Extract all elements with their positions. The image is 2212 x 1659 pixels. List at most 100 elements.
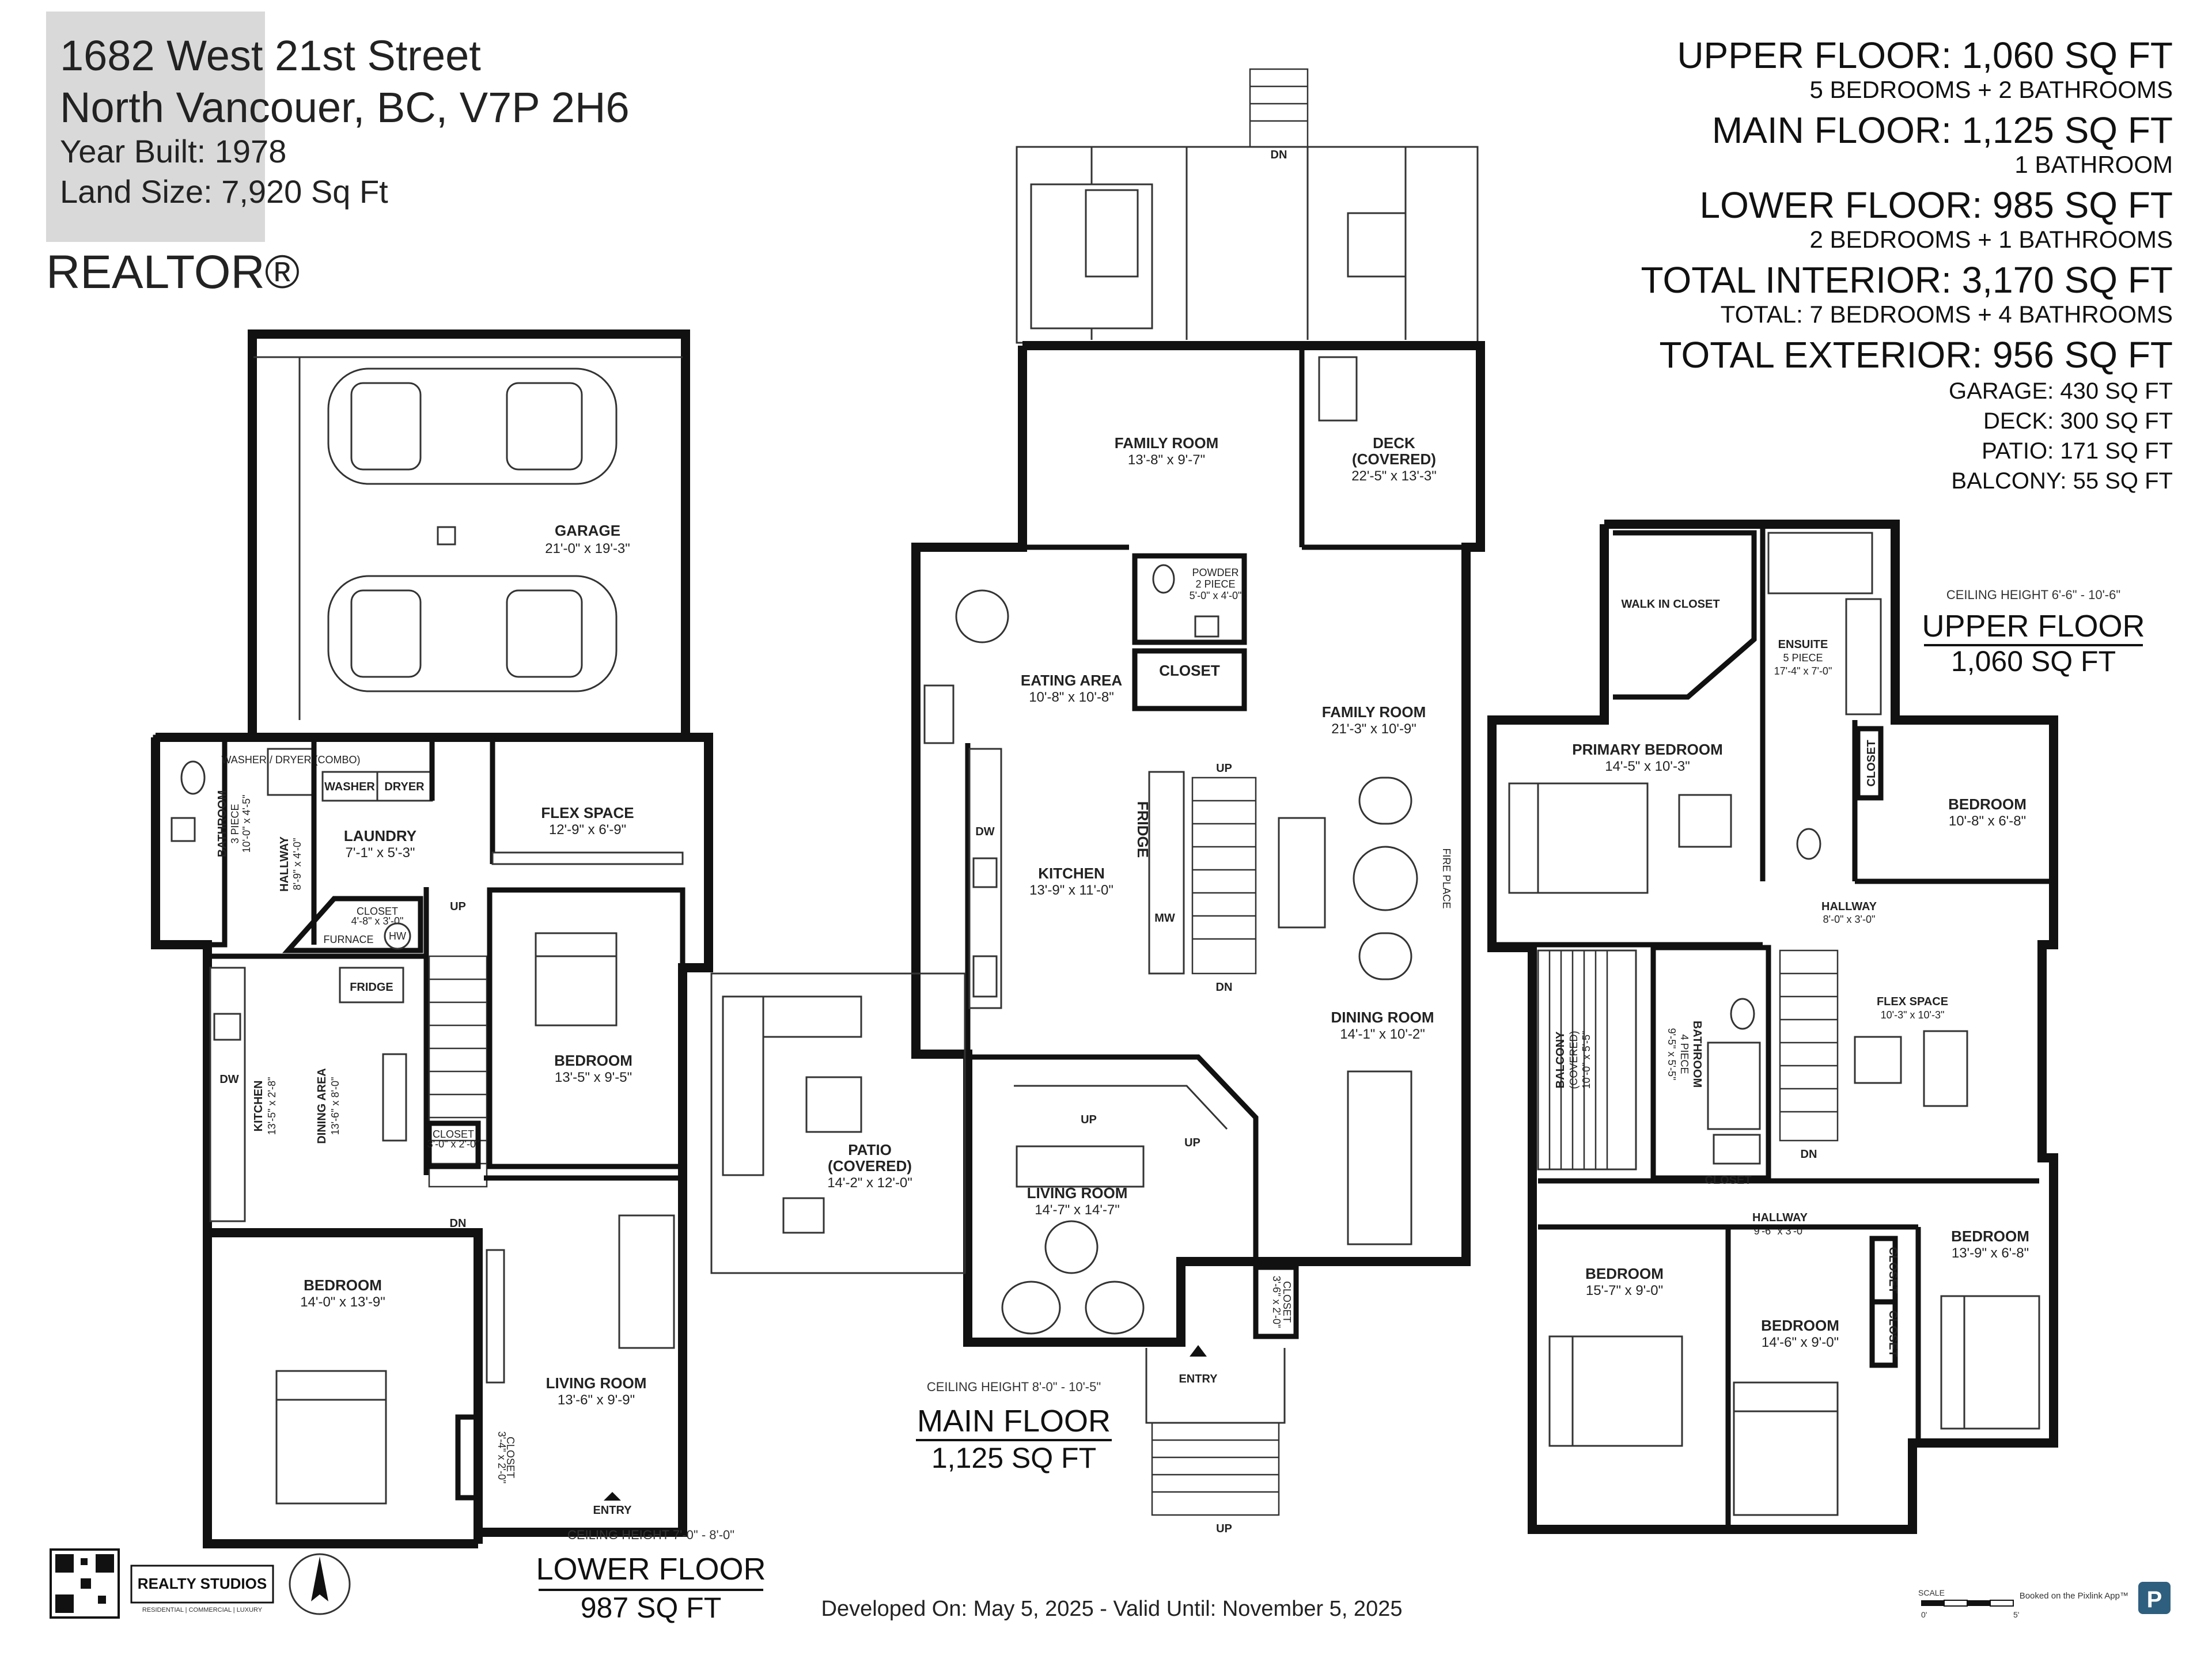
- booked-on-pixlink: Booked on the Pixlink App™: [2020, 1591, 2128, 1601]
- address-line1: 1682 West 21st Street: [60, 32, 481, 79]
- dining-low-label: DINING AREA: [316, 1068, 328, 1143]
- kitchen-low-label: KITCHEN: [252, 1081, 265, 1132]
- summary-deck: DECK: 300 SQ FT: [1983, 408, 2173, 434]
- scale-bar: SCALE 0' 5': [1918, 1588, 2019, 1619]
- header: 1682 West 21st Street North Vancouer, BC…: [46, 12, 630, 298]
- upper-floor-sqft: 1,060 SQ FT: [1951, 645, 2116, 677]
- scale-label: SCALE: [1918, 1588, 1945, 1597]
- dining-low-dim: 13'-6" x 8'-0": [329, 1077, 341, 1135]
- hallway-low-label: HALLWAY: [278, 836, 291, 892]
- flex-low-label: FLEX SPACE: [541, 804, 634, 821]
- bathroom-up-sub: 4 PIECE: [1679, 1034, 1690, 1074]
- bedroom-up2-dim: 15'-7" x 9'-0": [1586, 1283, 1663, 1298]
- mw-label: MW: [1154, 912, 1175, 925]
- scale-0: 0': [1921, 1610, 1927, 1619]
- staircase-main: [1191, 777, 1257, 975]
- fridge-low-label: FRIDGE: [350, 981, 393, 994]
- toilet-icon: [1796, 828, 1821, 860]
- hot-water-tank-icon: [384, 922, 411, 950]
- bathroom-low-label: BATHROOM: [216, 790, 229, 857]
- realtor-logo: REALTOR®: [46, 246, 300, 298]
- outdoor-dining-table: [1347, 212, 1407, 278]
- bbq-icon: [1318, 356, 1358, 422]
- closet-low2-dim: 3'-0" x 2'-0": [427, 1138, 480, 1150]
- bedroom-low1-dim: 13'-5" x 9'-5": [555, 1070, 632, 1085]
- furnace-label: FURNACE: [323, 934, 373, 945]
- living-up-label: UP: [1081, 1113, 1097, 1126]
- footer: REALTY STUDIOS RESIDENTIAL | COMMERCIAL …: [50, 1548, 2171, 1621]
- ensuite-label: ENSUITE: [1778, 638, 1828, 651]
- bedroom-low2-dim: 14'-0" x 13'-9": [300, 1294, 385, 1310]
- bedroom-up1-dim: 10'-8" x 6'-8": [1949, 813, 2026, 829]
- bedroom-up4-label: BEDROOM: [1951, 1228, 2029, 1245]
- upper-ceiling: CEILING HEIGHT 6'-6" - 10'-6": [1946, 588, 2120, 602]
- family-main1-dim: 13'-8" x 9'-7": [1128, 452, 1205, 468]
- living-low-dim: 13'-6" x 9'-9": [558, 1392, 635, 1408]
- family-main1-label: FAMILY ROOM: [1115, 434, 1219, 452]
- qr-code-icon: [50, 1548, 120, 1619]
- closet-up1-label: CLOSET: [1865, 740, 1878, 786]
- toilet-icon: [1730, 998, 1755, 1030]
- main-floor-label: MAIN FLOOR: [917, 1404, 1111, 1438]
- family-main2-dim: 21'-3" x 10'-9": [1331, 721, 1416, 737]
- dw-main-label: DW: [975, 825, 994, 838]
- ensuite-sub: 5 PIECE: [1783, 652, 1823, 664]
- bedroom-up1-label: BEDROOM: [1948, 796, 2027, 813]
- dn-low-label: DN: [450, 1217, 467, 1230]
- lower-floor-label: LOWER FLOOR: [536, 1552, 766, 1586]
- living-low-label: LIVING ROOM: [546, 1374, 647, 1392]
- bedroom-up3-label: BEDROOM: [1761, 1317, 1839, 1334]
- hallway-up2-label: HALLWAY: [1752, 1211, 1808, 1224]
- closet-main2-label: CLOSET: [1281, 1281, 1293, 1323]
- eating-table-icon: [955, 589, 1009, 643]
- dn-main-label: DN: [1216, 981, 1233, 994]
- bedroom-up4-dim: 13'-9" x 6'-8": [1952, 1245, 2029, 1261]
- fridge-main-label: FRIDGE: [1134, 801, 1152, 858]
- bedroom-low1-label: BEDROOM: [554, 1052, 632, 1069]
- double-vanity: [1845, 598, 1882, 715]
- dining-table-main: [1347, 1070, 1412, 1245]
- main-floor-sqft: 1,125 SQ FT: [931, 1442, 1096, 1474]
- kitchen-low-dim: 13'-5" x 2'-8": [266, 1077, 278, 1135]
- washer-label: WASHER: [324, 781, 375, 793]
- lower-floor-label-group: CEILING HEIGHT 7'-0" - 8'-0" LOWER FLOOR…: [536, 1528, 766, 1624]
- stove-icon: [972, 955, 998, 998]
- bathroom-up-label: BATHROOM: [1691, 1021, 1703, 1088]
- fireplace-label: FIRE PLACE: [1441, 848, 1452, 908]
- summary-upper-sub: 5 BEDROOMS + 2 BATHROOMS: [1809, 76, 2173, 103]
- staircase-upper: [1779, 949, 1839, 1142]
- entry-low-label: ENTRY: [593, 1504, 632, 1517]
- deck-dim: 22'-5" x 13'-3": [1351, 468, 1437, 484]
- eating-label: EATING AREA: [1021, 672, 1122, 689]
- patio-sub: (COVERED): [828, 1157, 912, 1175]
- living-main-label: LIVING ROOM: [1027, 1184, 1128, 1202]
- ensuite-dim: 17'-4" x 7'-0": [1774, 665, 1832, 677]
- bed-icon: [1508, 782, 1649, 894]
- flex-up-dim: 10'-3" x 10'-3": [1881, 1009, 1945, 1021]
- patio-area: [710, 972, 966, 1274]
- kitchen-counter: [209, 967, 246, 1222]
- lower-floor-plan: GARAGE 21'-0" x 19'-3" BATHROOM 3 PIECE …: [151, 329, 713, 1548]
- bathroom-low-sub: 3 PIECE: [229, 804, 241, 843]
- closet-low3-label: CLOSET: [505, 1437, 516, 1478]
- living-up-label2: UP: [1184, 1137, 1200, 1149]
- scale-5: 5': [2013, 1610, 2019, 1619]
- bedroom-low2-label: BEDROOM: [304, 1277, 382, 1294]
- balcony-sub: (COVERED): [1568, 1031, 1580, 1089]
- developed-date: Developed On: May 5, 2025 - Valid Until:…: [821, 1597, 1403, 1621]
- up-low-label: UP: [450, 900, 466, 913]
- summary-upper: UPPER FLOOR: 1,060 SQ FT: [1677, 35, 2173, 76]
- land-size: Land Size: 7,920 Sq Ft: [60, 173, 388, 210]
- deck-stairs: [1249, 68, 1309, 148]
- outdoor-sofa: [1030, 183, 1153, 329]
- flex-up-label: FLEX SPACE: [1877, 995, 1948, 1008]
- hallway-up1-dim: 8'-0" x 3'-0": [1823, 914, 1876, 925]
- closet-low-dim: 4'-8" x 3'-0": [351, 915, 404, 927]
- summary-balcony: BALCONY: 55 SQ FT: [1951, 468, 2173, 494]
- family-main2-label: FAMILY ROOM: [1322, 703, 1426, 721]
- summary-main-sub: 1 BATHROOM: [2014, 151, 2173, 178]
- entry-up-label: UP: [1216, 1522, 1232, 1535]
- sink-icon: [171, 817, 196, 842]
- upper-floor-outer-walls: [1487, 520, 2058, 1534]
